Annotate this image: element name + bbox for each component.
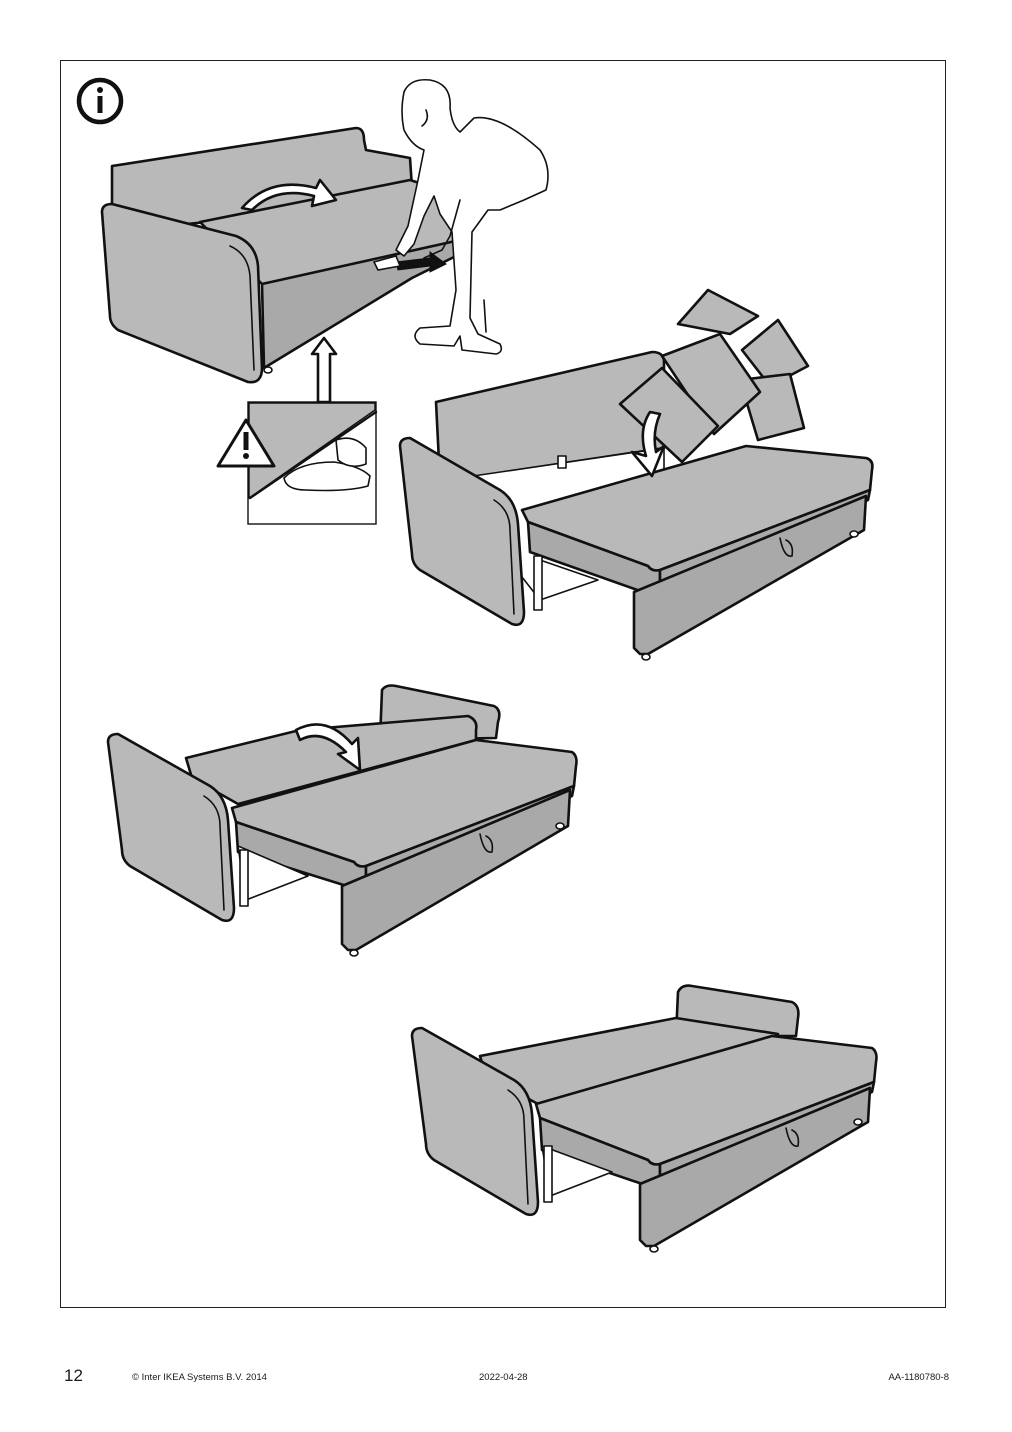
pull-arrow-icon	[395, 251, 447, 273]
document-date: 2022-04-28	[479, 1372, 528, 1383]
curved-arrow-icon	[294, 723, 362, 772]
arrow-up-icon	[310, 336, 338, 404]
page-footer: 12 © Inter IKEA Systems B.V. 2014 2022-0…	[0, 1366, 1012, 1396]
warning-icon	[216, 418, 276, 468]
step-sofa-folding	[106, 684, 578, 957]
page-number: 12	[64, 1366, 83, 1385]
copyright-notice: © Inter IKEA Systems B.V. 2014	[132, 1372, 267, 1383]
person-figure	[395, 78, 549, 355]
document-code: AA-1180780-8	[888, 1372, 949, 1383]
step-sofa-closed	[100, 78, 549, 404]
warning-inset	[216, 401, 378, 525]
step-sofa-pillows	[398, 288, 874, 661]
info-icon	[76, 77, 124, 125]
curved-arrow-icon	[240, 178, 338, 212]
instruction-frame	[60, 60, 946, 1308]
down-arrow-icon	[630, 410, 666, 478]
step-sofa-bed-open	[410, 984, 878, 1253]
